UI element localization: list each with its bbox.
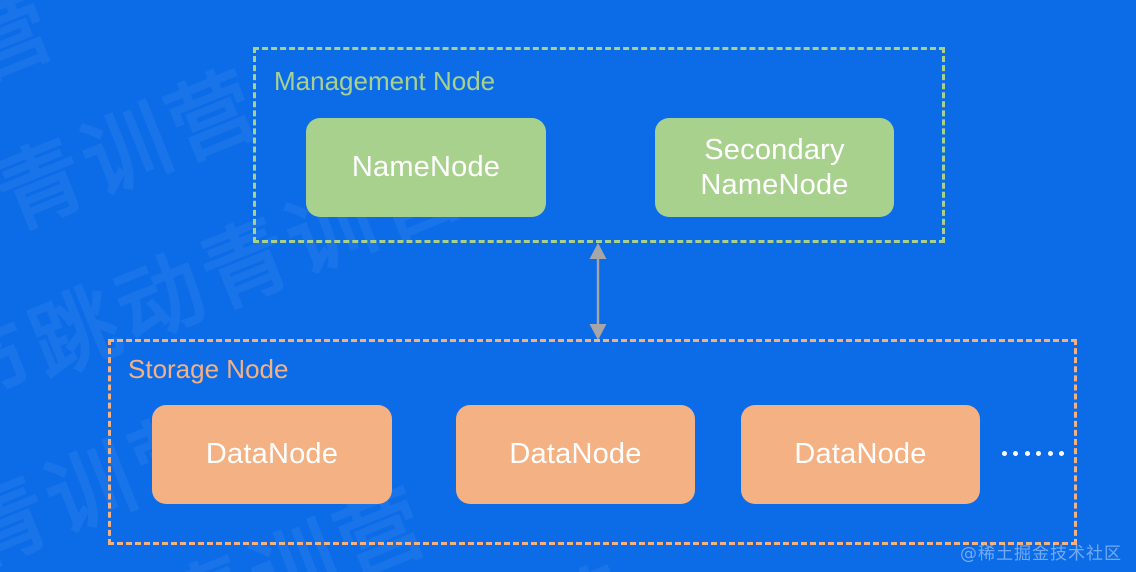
- ellipsis-dot: [1002, 450, 1007, 456]
- ellipsis-dot: [1013, 450, 1019, 456]
- namenode-box[interactable]: NameNode: [306, 118, 546, 217]
- management-node-group-label: Management Node: [274, 66, 496, 96]
- secondary-namenode-label-line2: NameNode: [700, 168, 849, 201]
- datanode-box-1[interactable]: DataNode: [152, 405, 392, 504]
- secondary-namenode-label-line1: Secondary: [704, 134, 845, 167]
- storage-node-group: [108, 339, 1077, 545]
- ellipsis-dot: [1058, 450, 1064, 456]
- datanode-overflow-ellipsis: [1002, 440, 1064, 466]
- management-node-group: [253, 47, 945, 243]
- storage-node-group-label: Storage Node: [128, 354, 289, 384]
- ellipsis-dot: [1047, 450, 1053, 456]
- datanode-box-2[interactable]: DataNode: [456, 405, 695, 504]
- secondary-namenode-box[interactable]: Secondary NameNode: [655, 118, 894, 217]
- corner-watermark: @稀土掘金技术社区: [960, 544, 1122, 564]
- management-storage-connector-arrow: [589, 243, 607, 340]
- ellipsis-dot: [1036, 450, 1042, 456]
- datanode-box-3[interactable]: DataNode: [741, 405, 980, 504]
- ellipsis-dot: [1024, 450, 1030, 456]
